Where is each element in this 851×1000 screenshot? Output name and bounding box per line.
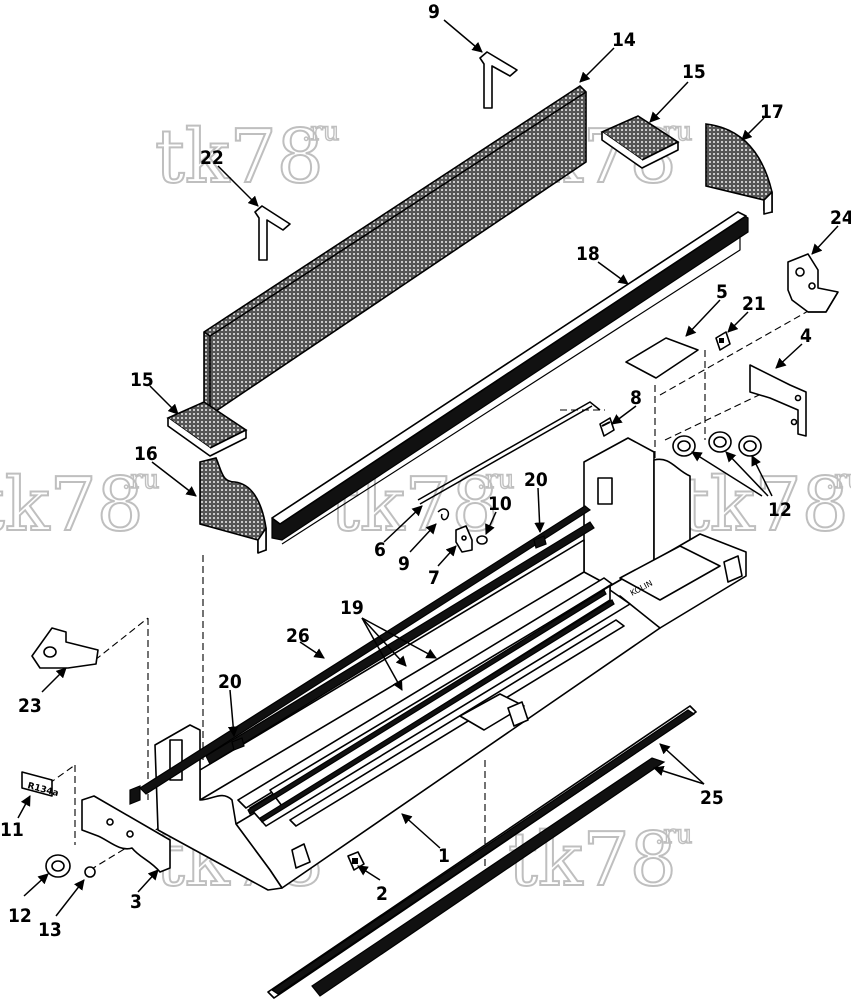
callout-19: 19 bbox=[340, 597, 364, 619]
part-20-clip bbox=[533, 535, 547, 549]
callout-8: 8 bbox=[630, 387, 642, 409]
callout-3: 3 bbox=[130, 891, 142, 913]
part-15-filter-block-right bbox=[600, 115, 680, 169]
callout-15: 15 bbox=[682, 61, 706, 83]
part-13-washer bbox=[84, 866, 96, 878]
callout-14: 14 bbox=[612, 29, 636, 51]
leader-lines bbox=[17, 19, 839, 917]
watermark-suffix: .ru bbox=[122, 465, 159, 495]
callout-7: 7 bbox=[428, 567, 440, 589]
part-24-bracket bbox=[787, 253, 839, 313]
part-3-end-plate bbox=[81, 795, 171, 873]
part-6-rod bbox=[417, 401, 601, 505]
wheel bbox=[708, 431, 732, 453]
part-19-strips bbox=[247, 589, 615, 823]
part-18-rail bbox=[271, 211, 749, 545]
part-12-wheels bbox=[672, 431, 762, 457]
part-8-clip bbox=[599, 417, 615, 437]
watermark-text: tk78 bbox=[0, 462, 144, 548]
callout-12: 12 bbox=[8, 905, 32, 927]
callout-1: 1 bbox=[438, 845, 450, 867]
part-4-plate bbox=[749, 364, 807, 437]
callout-26: 26 bbox=[286, 625, 310, 647]
wheel bbox=[738, 435, 762, 457]
callout-17: 17 bbox=[760, 101, 784, 123]
part-21-small-clip bbox=[715, 331, 731, 351]
callout-18: 18 bbox=[576, 243, 600, 265]
part-20-clip bbox=[231, 737, 245, 751]
callout-16: 16 bbox=[134, 443, 158, 465]
part-17-end-cap-right bbox=[705, 123, 773, 215]
callout-13: 13 bbox=[38, 919, 62, 941]
callout-21: 21 bbox=[742, 293, 766, 315]
callout-11: 11 bbox=[0, 819, 24, 841]
part-22-clip-upper bbox=[479, 51, 518, 109]
part-22-clip-lower bbox=[254, 205, 291, 261]
part-16-end-cap-left bbox=[199, 457, 267, 554]
watermark: tk78 .ru bbox=[679, 461, 851, 549]
watermark-text: tk78 bbox=[680, 462, 849, 548]
callout-5: 5 bbox=[716, 281, 728, 303]
callout-24: 24 bbox=[830, 207, 851, 229]
part-26-strip bbox=[129, 505, 592, 805]
part-9-spring bbox=[437, 508, 450, 521]
part-11-label-plate: R134a bbox=[21, 771, 60, 799]
callout-15: 15 bbox=[130, 369, 154, 391]
watermark-suffix: .ru bbox=[302, 117, 339, 147]
callout-23: 23 bbox=[18, 695, 42, 717]
part-7-bracket bbox=[455, 525, 473, 553]
part-5-cover-plate bbox=[625, 337, 699, 379]
watermark-suffix: .ru bbox=[477, 465, 514, 495]
watermark: tk78 .ru bbox=[507, 816, 693, 904]
callout-4: 4 bbox=[800, 325, 812, 347]
callout-22: 22 bbox=[200, 147, 224, 169]
part-25-strips bbox=[267, 705, 697, 999]
callout-25: 25 bbox=[700, 787, 724, 809]
callout-2: 2 bbox=[376, 883, 388, 905]
part-12-wheel-left bbox=[45, 854, 71, 878]
watermark-suffix: .ru bbox=[655, 820, 692, 850]
part-23-bracket bbox=[31, 627, 99, 669]
part-10-nut bbox=[476, 535, 488, 545]
callout-20: 20 bbox=[524, 469, 548, 491]
part-2-nut bbox=[347, 851, 365, 871]
callout-20: 20 bbox=[218, 671, 242, 693]
callout-10: 10 bbox=[488, 493, 512, 515]
callout-12: 12 bbox=[768, 499, 792, 521]
watermark: tk78 .ru bbox=[154, 113, 340, 201]
callout-22: 9 bbox=[428, 1, 440, 23]
callout-6: 6 bbox=[374, 539, 386, 561]
watermark-text: tk78 bbox=[508, 817, 677, 903]
part-15-filter-block-left bbox=[166, 401, 248, 457]
watermark-suffix: .ru bbox=[826, 465, 851, 495]
wheel bbox=[672, 435, 696, 457]
watermark: tk78 .ru bbox=[0, 461, 160, 549]
callout-labels: 9 14 15 17 22 24 18 5 21 4 15 8 16 20 10… bbox=[0, 1, 851, 941]
callout-9: 9 bbox=[398, 553, 410, 575]
